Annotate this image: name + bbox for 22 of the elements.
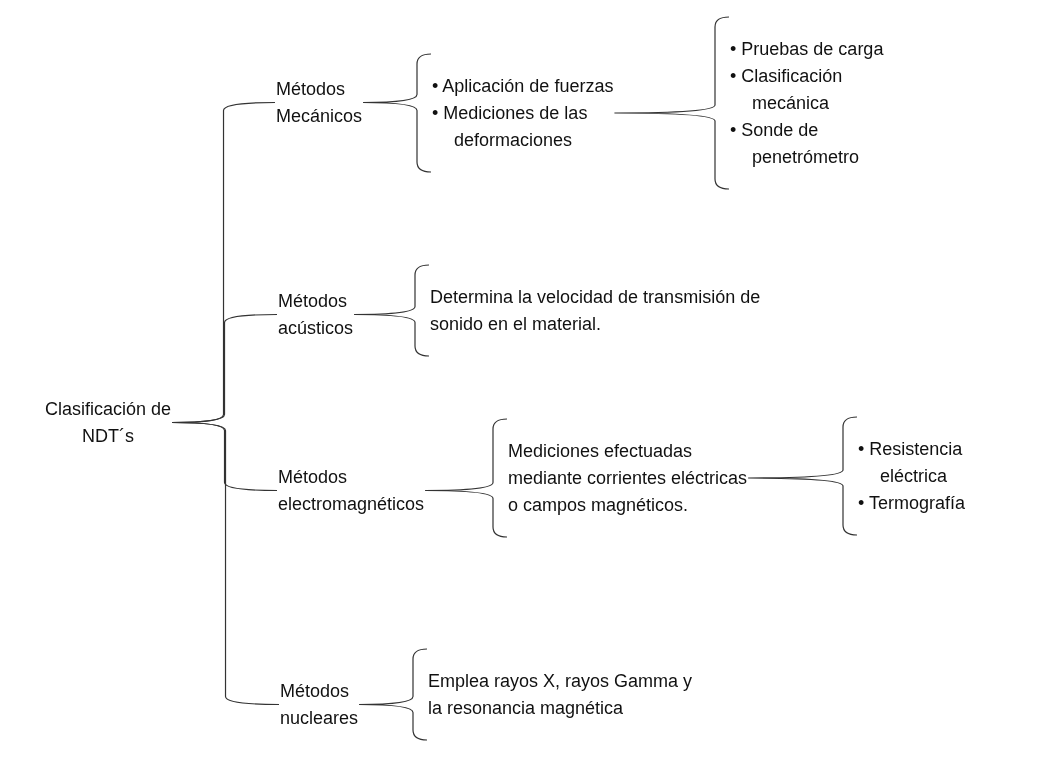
description-text: Determina la velocidad de transmisión de sonido en el material. bbox=[430, 284, 805, 338]
brace-connector bbox=[424, 418, 508, 538]
brace-connector bbox=[613, 16, 730, 190]
bullet-item: • Mediciones de las deformaciones bbox=[432, 102, 589, 152]
bullet-item: • Termografía bbox=[858, 492, 966, 515]
category-label: Métodos acústicos bbox=[278, 288, 393, 342]
description-text: Emplea rayos X, rayos Gamma y la resonancia magnética bbox=[428, 668, 706, 722]
bullet-item: • Resistencia eléctrica bbox=[858, 438, 964, 488]
brace-connector bbox=[171, 421, 280, 706]
bullet-item: • Aplicación de fuerzas bbox=[432, 75, 615, 98]
bullet-item: • Clasificación mecánica bbox=[730, 65, 844, 115]
root-label: Clasificación de NDT´s bbox=[28, 396, 188, 450]
category-label: Métodos nucleares bbox=[280, 678, 395, 732]
brace-connector bbox=[358, 648, 428, 741]
category-label: Métodos Mecánicos bbox=[276, 76, 401, 130]
bullet-item: • Sonde de penetrómetro bbox=[730, 119, 861, 169]
category-label: Métodos electromagnéticos bbox=[278, 464, 473, 518]
brace-connector bbox=[362, 53, 432, 173]
bullet-item: • Pruebas de carga bbox=[730, 38, 885, 61]
description-text: Mediciones efectuadas mediante corrientes eléctricas o campos magnéticos. bbox=[508, 438, 760, 519]
brace-connector bbox=[747, 416, 858, 536]
brace-connector bbox=[353, 264, 430, 357]
